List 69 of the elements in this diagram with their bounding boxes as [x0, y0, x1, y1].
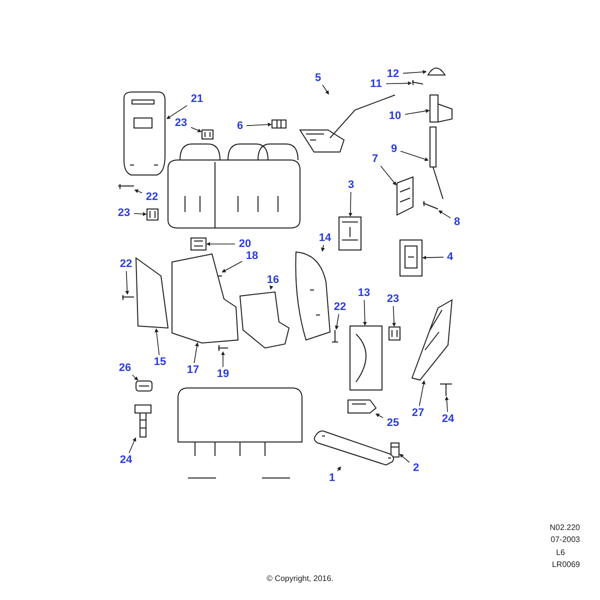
- copyright-note: © Copyright, 2016.: [266, 574, 334, 583]
- leader-line: [128, 437, 136, 454]
- callout-number: 7: [372, 153, 378, 165]
- callout-number: 5: [314, 72, 322, 84]
- callout-number: 22: [334, 301, 346, 313]
- leader-line: [399, 454, 410, 463]
- leader-line: [134, 189, 142, 194]
- callout-number: 8: [454, 216, 460, 228]
- leader-line: [270, 285, 274, 290]
- callout-number: 24: [442, 413, 454, 425]
- callout-number: 25: [386, 417, 400, 429]
- leader-line: [134, 212, 147, 216]
- callout-number: 21: [190, 93, 204, 105]
- callout-number: 6: [236, 120, 244, 132]
- callout-number: 1: [328, 472, 336, 484]
- callout-number: 11: [370, 78, 382, 90]
- callout-number: 16: [266, 274, 280, 286]
- callout-number: 13: [358, 287, 370, 299]
- leader-line: [125, 270, 130, 295]
- callout-number: 18: [246, 250, 258, 262]
- callout-number: 22: [120, 258, 132, 270]
- leader-line: [386, 81, 412, 86]
- leader-line: [404, 109, 430, 115]
- leader-line: [132, 374, 138, 381]
- callout-number: 23: [386, 293, 400, 305]
- leader-line: [194, 342, 199, 364]
- callout-number: 22: [146, 191, 158, 203]
- leader-line: [337, 466, 342, 472]
- callout-number: 15: [154, 356, 166, 368]
- reference-code: L6: [556, 548, 565, 557]
- leader-line: [322, 84, 329, 95]
- callout-number: 14: [318, 232, 332, 244]
- leader-line: [334, 314, 340, 330]
- leader-line: [422, 256, 444, 260]
- leader-line: [221, 351, 225, 368]
- leader-line: [438, 210, 451, 218]
- leader-line: [348, 192, 352, 217]
- reference-code: 07-2003: [550, 535, 580, 544]
- leader-line: [190, 126, 202, 132]
- leader-line: [362, 300, 367, 326]
- callout-number: 24: [120, 454, 132, 466]
- leader-line: [206, 242, 236, 246]
- callout-number: 20: [238, 238, 252, 250]
- leader-line: [166, 105, 188, 120]
- reference-code: LR0069: [552, 560, 580, 569]
- leader-line: [402, 70, 427, 74]
- callout-number: 3: [348, 179, 354, 191]
- leader-line: [222, 261, 242, 272]
- callout-number: 10: [388, 110, 402, 122]
- callout-number: 17: [186, 364, 200, 376]
- callout-number: 19: [216, 368, 230, 380]
- leader-line: [418, 380, 426, 406]
- callout-number: 23: [174, 117, 188, 129]
- callout-number: 12: [386, 68, 400, 80]
- callout-number: 9: [390, 143, 398, 155]
- callout-number: 4: [446, 251, 454, 263]
- leader-line: [321, 244, 325, 252]
- leader-line: [400, 150, 429, 162]
- reference-code: N02.220: [550, 523, 580, 532]
- leader-line: [375, 414, 384, 418]
- callout-number: 27: [412, 407, 424, 419]
- callout-number: 23: [118, 207, 130, 219]
- leader-line: [154, 328, 160, 356]
- leader-line: [380, 166, 396, 186]
- leader-line: [392, 306, 396, 327]
- callout-number: 2: [412, 462, 420, 474]
- leader-line: [444, 396, 449, 412]
- callout-number: 26: [118, 362, 132, 374]
- leader-line: [246, 122, 272, 127]
